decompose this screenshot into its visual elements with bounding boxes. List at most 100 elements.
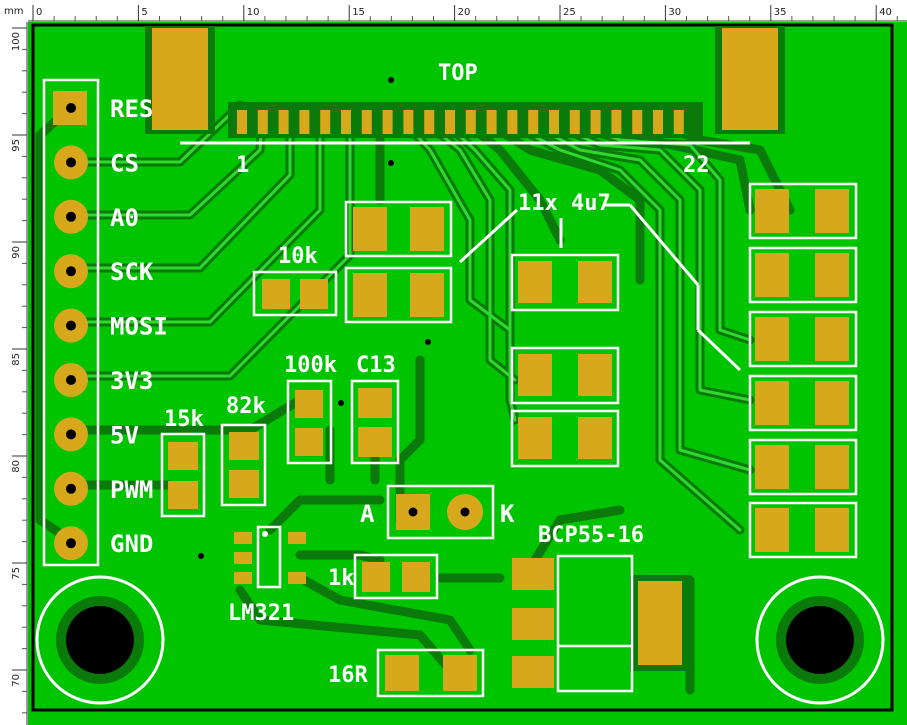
header-pin-drill — [66, 429, 76, 440]
capacitor-c13-label: C13 — [356, 353, 396, 378]
connector-pin — [673, 110, 684, 134]
header-pin-label: GND — [110, 530, 153, 558]
capacitor-outline — [748, 374, 858, 432]
capacitor-outline — [510, 346, 620, 405]
capacitor-pad — [815, 381, 849, 425]
resistor-100k: 100k — [284, 353, 337, 465]
capacitor-pad — [815, 253, 849, 297]
header-pin-drill — [66, 483, 76, 494]
ruler-y-tick-label: 95 — [11, 139, 22, 152]
capacitor-pad — [518, 354, 552, 396]
ruler-y-tick-label: 70 — [11, 674, 22, 687]
ruler-y-tick-label: 100 — [11, 32, 22, 51]
ruler-x-tick-label: 5 — [141, 7, 147, 18]
board-side-label: TOP — [438, 61, 478, 86]
header-pin-drill — [66, 211, 76, 222]
capacitor-note: 11x 4u7 — [458, 191, 742, 372]
capacitor-pad — [578, 417, 612, 459]
resistor-16r-label: 16R — [328, 663, 368, 688]
capacitor-outline — [748, 438, 858, 496]
ruler-x-tick-label: 10 — [247, 7, 260, 18]
ruler-y-tick-label: 85 — [11, 353, 22, 366]
ruler-y-tick-label: 90 — [11, 246, 22, 259]
connector-pin — [507, 110, 518, 134]
header-pin-label: MOSI — [110, 313, 168, 341]
connector-pin — [486, 110, 497, 134]
resistor-15k: 15k — [160, 407, 206, 518]
capacitor-pad — [755, 445, 789, 489]
capacitor-c13: C13 — [350, 353, 400, 465]
diode-cathode-label: K — [500, 500, 515, 528]
connector-pin — [653, 110, 663, 134]
ruler-unit: mm — [4, 6, 23, 17]
capacitor-outline — [748, 182, 858, 240]
connector-pin — [299, 110, 310, 134]
connector-pin — [632, 110, 643, 134]
header-pin-label: RES — [110, 95, 153, 123]
ruler-x-tick-label: 20 — [458, 7, 471, 18]
ruler-x-tick-label: 25 — [563, 7, 576, 18]
capacitor-pad — [518, 261, 552, 303]
header-pin-drill — [66, 103, 76, 113]
opamp-label: LM321 — [228, 601, 294, 626]
ruler-y-tick-label: 75 — [11, 567, 22, 580]
connector-pin — [590, 110, 601, 134]
header-pin-drill — [66, 157, 76, 168]
resistor-100k-label: 100k — [284, 353, 337, 378]
header-pin-label: 3V3 — [110, 367, 153, 395]
capacitor-pad — [815, 317, 849, 361]
connector-pin — [528, 110, 539, 134]
capacitor-pad — [755, 508, 789, 552]
header-pin-label: CS — [110, 149, 139, 177]
connector-pin — [569, 110, 580, 134]
header-pin-label: A0 — [110, 204, 139, 232]
capacitor-outline — [748, 246, 858, 304]
resistor-16r: 16R — [328, 648, 485, 698]
ruler-x-tick-label: 30 — [668, 7, 681, 18]
connector-pin-22-label: 22 — [683, 153, 710, 178]
resistor-82k: 82k — [220, 394, 267, 507]
ruler-left: 100 95 90 85 80 75 70 — [0, 22, 28, 725]
capacitor-pad — [755, 317, 789, 361]
header-pin-drill — [66, 320, 76, 331]
connector-pin — [361, 110, 372, 134]
connector-pin — [424, 110, 435, 134]
capacitor-outline — [510, 409, 620, 468]
capacitor-pad — [815, 508, 849, 552]
connector-pin-1-label: 1 — [236, 153, 249, 178]
capacitor-pad — [755, 189, 789, 233]
diode: A K — [360, 484, 515, 540]
mounting-hole-right — [755, 575, 885, 705]
diode-anode-label: A — [360, 500, 375, 528]
resistor-82k-label: 82k — [226, 394, 266, 419]
resistor-15k-label: 15k — [164, 407, 204, 432]
connector-pin — [445, 110, 455, 134]
header-pin-label: PWM — [110, 476, 153, 504]
capacitor-pad — [755, 253, 789, 297]
transistor-label: BCP55-16 — [538, 523, 644, 548]
header-pin-drill — [66, 375, 76, 385]
opamp-lm321: LM321 — [228, 525, 306, 626]
capacitor-pad — [815, 189, 849, 233]
capacitor-bank — [748, 182, 858, 559]
capacitor-pad — [815, 445, 849, 489]
resistor-1k-label: 1k — [328, 566, 355, 591]
ruler-y-tick-label: 80 — [11, 460, 22, 473]
resistor-10k: 10k — [252, 244, 338, 317]
header-pin-drill — [66, 538, 76, 549]
capacitor-pad — [578, 261, 612, 303]
connector-mount-pad-right — [722, 28, 778, 130]
connector-pin — [278, 110, 289, 134]
capacitor-outline — [748, 310, 858, 368]
connector-pin — [382, 110, 393, 134]
capacitor-top-pair — [344, 200, 453, 324]
resistor-10k-label: 10k — [278, 244, 318, 269]
connector-pin — [549, 110, 559, 134]
connector-pin — [257, 110, 268, 134]
connector-pin — [611, 110, 622, 134]
capacitor-note-label: 11x 4u7 — [518, 191, 611, 216]
ruler-x-tick-label: 35 — [774, 7, 787, 18]
connector-mount-pad-left — [152, 28, 208, 130]
connector-pin — [237, 110, 247, 134]
